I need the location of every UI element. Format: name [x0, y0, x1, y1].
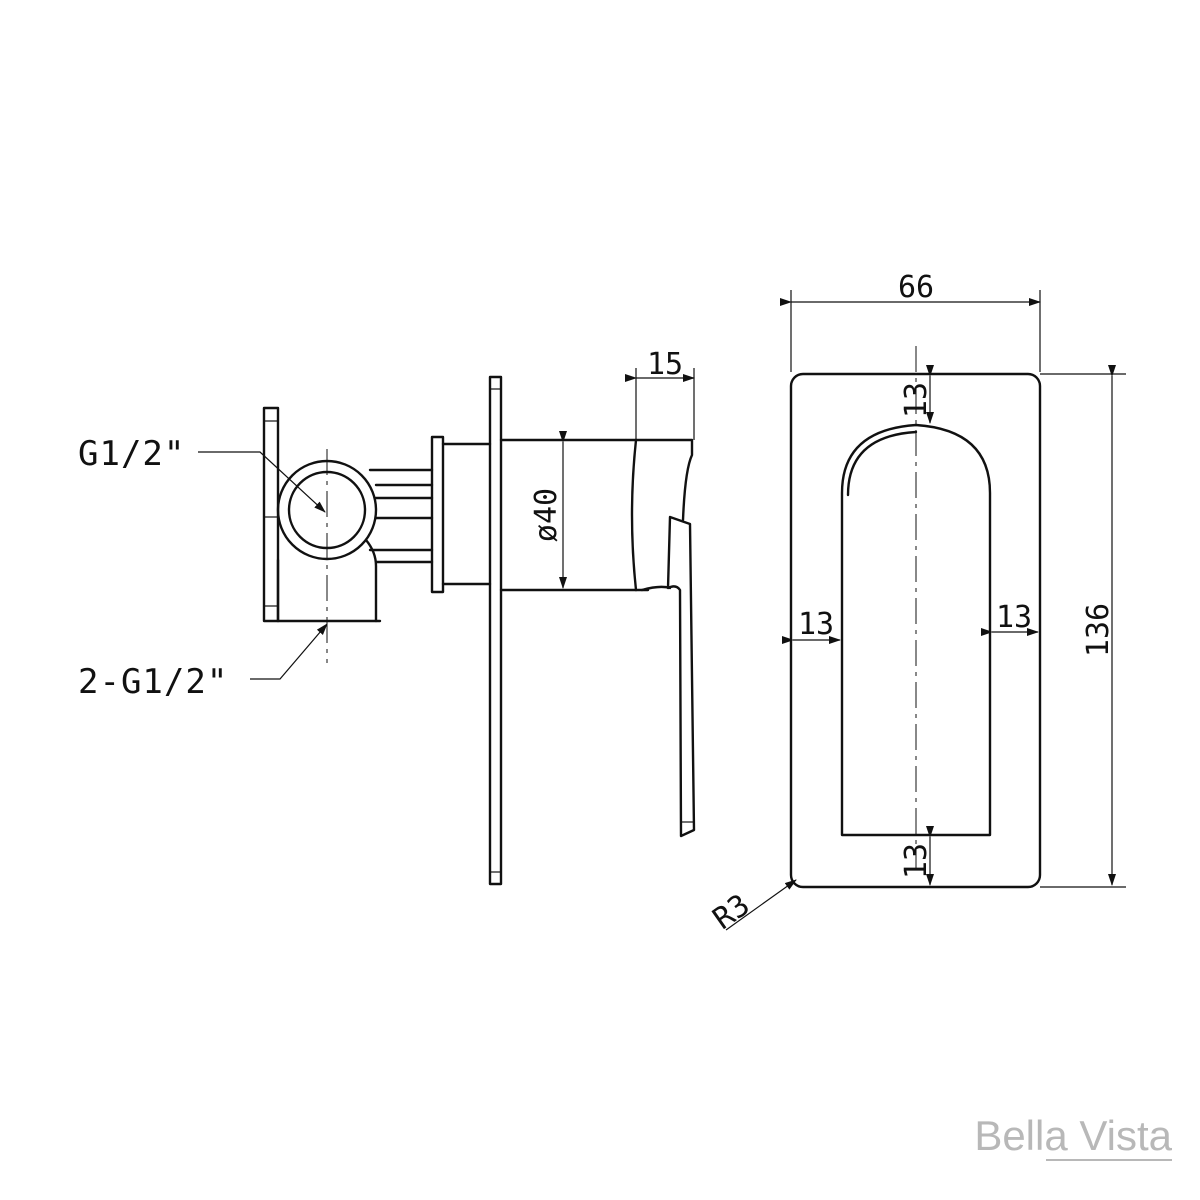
dimension-bottom-margin: 13: [899, 826, 934, 886]
callout-inlet-top: G1/2": [78, 434, 326, 513]
dimension-corner-radius-label: R3: [707, 888, 757, 937]
dimension-diameter-label: ø40: [529, 488, 564, 542]
handle-cylinder: [499, 438, 694, 592]
dimension-handle-depth-label: 15: [647, 347, 683, 382]
dimension-left-margin: 13: [782, 607, 841, 644]
brand-name: Bella Vista: [974, 1112, 1172, 1159]
wall-plate-side: [488, 375, 503, 886]
dimension-top-margin: 13: [899, 365, 934, 424]
wall-plate-front: [789, 372, 1042, 889]
dimension-bottom-margin-label: 13: [899, 843, 934, 879]
dimension-plate-height-label: 136: [1081, 603, 1116, 657]
callout-inlet-bottom: 2-G1/2": [78, 623, 328, 702]
lever-recess: [840, 423, 992, 837]
dimension-left-margin-label: 13: [798, 607, 834, 642]
front-view: 66 136 13 13 13 13: [707, 270, 1126, 937]
dimension-right-margin-label: 13: [996, 600, 1032, 635]
lever-handle: [640, 515, 696, 838]
rear-mounting-flange: [262, 406, 382, 623]
callout-inlet-top-label: G1/2": [78, 434, 185, 474]
dimension-diameter: ø40: [529, 431, 567, 589]
dimension-top-margin-label: 13: [899, 382, 934, 418]
brand-watermark: Bella Vista: [974, 1112, 1173, 1161]
dimension-right-margin: 13: [981, 600, 1039, 636]
front-flange: [430, 435, 492, 594]
side-view: G1/2" 2-G1/2" ø40 15: [78, 347, 696, 886]
dimension-corner-radius: R3: [707, 879, 797, 937]
inlet-body: [276, 459, 434, 623]
dimension-plate-height: 136: [1040, 365, 1126, 888]
dimension-plate-width: 66: [780, 270, 1041, 372]
callout-inlet-bottom-label: 2-G1/2": [78, 662, 228, 702]
dimension-plate-width-label: 66: [898, 270, 934, 305]
dimension-handle-depth: 15: [625, 347, 695, 440]
